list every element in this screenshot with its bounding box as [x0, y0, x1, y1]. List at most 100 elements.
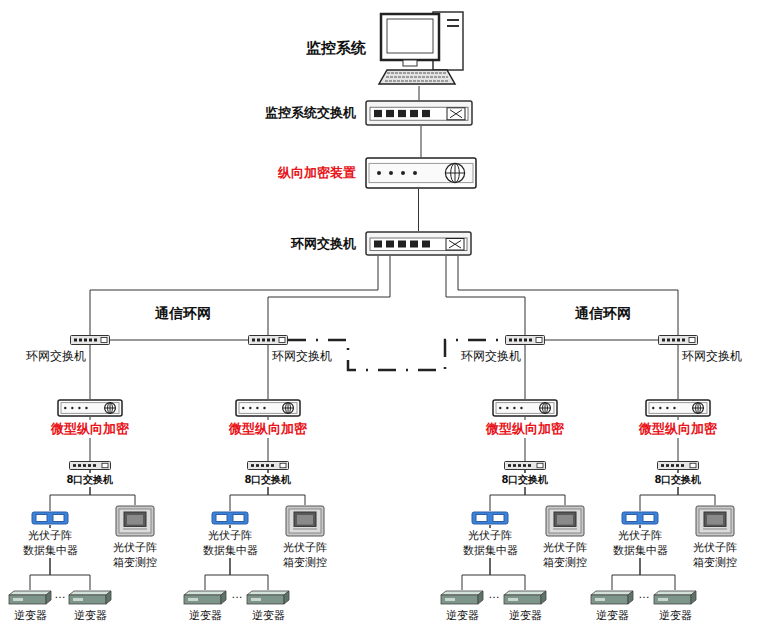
device-icon [365, 100, 473, 126]
device-icon [505, 335, 545, 345]
device-label: 光伏子阵 数据集中器 [610, 528, 669, 558]
icon-part [13, 598, 23, 601]
icon-part [449, 241, 461, 249]
device-label: 8口交换机 [654, 473, 703, 487]
icon-part [518, 464, 521, 467]
icon-part [283, 403, 294, 414]
icon-part [83, 464, 86, 467]
icon-part [123, 529, 147, 530]
device-node: 光伏子阵 数据集中器 [621, 511, 659, 525]
icon-part [289, 509, 321, 533]
icon-part [263, 407, 265, 409]
icon-part [524, 339, 527, 342]
icon-part [257, 339, 260, 342]
device-label: 逆变器 [445, 608, 480, 623]
icon-part [236, 400, 300, 416]
icon-part [377, 171, 381, 175]
icon-part [387, 19, 433, 53]
icon-part [279, 338, 285, 343]
icon-part [553, 529, 577, 530]
icon-part [410, 110, 418, 117]
icon-part [374, 110, 382, 117]
icon-part [256, 464, 259, 467]
network-cable [545, 340, 658, 341]
icon-part [493, 400, 557, 416]
icon-part [513, 407, 515, 409]
icon-part [71, 336, 110, 345]
icon-part [667, 339, 670, 342]
icon-part [549, 509, 581, 533]
icon-part [689, 338, 695, 343]
icon-part [646, 400, 710, 416]
device-icon [183, 590, 227, 605]
device-icon [621, 511, 659, 525]
icon-part [509, 339, 512, 342]
device-label: 光伏子阵 数据集中器 [460, 528, 519, 558]
device-node: 环网交换机 [505, 335, 545, 345]
network-cable [90, 256, 378, 335]
icon-part [89, 339, 92, 342]
icon-part [84, 339, 87, 342]
icon-part [288, 403, 289, 414]
device-icon [645, 399, 711, 417]
device-label: 环网交换机 [25, 348, 87, 365]
device-icon [590, 590, 634, 605]
device-label: 8口交换机 [66, 473, 115, 487]
icon-part [662, 339, 665, 342]
network-cable [268, 256, 390, 335]
device-label: 微型纵向加密 [228, 420, 308, 438]
icon-part [401, 171, 405, 175]
icon-part [508, 598, 518, 601]
icon-part [445, 163, 464, 182]
icon-part [591, 591, 633, 595]
device-label: 光伏子阵 箱变测控 [105, 540, 164, 570]
device-node: 光伏子阵 数据集中器 [31, 511, 69, 525]
icon-part [493, 515, 504, 522]
icon-part [46, 591, 51, 604]
icon-part [413, 171, 417, 175]
device-icon [365, 157, 477, 189]
icon-part [658, 598, 668, 601]
device-icon [68, 590, 112, 605]
icon-part [595, 598, 605, 601]
icon-part [690, 463, 696, 468]
icon-part [499, 407, 501, 409]
device-node: 8口交换机 [247, 461, 289, 470]
device-label: 环网交换机 [271, 348, 333, 365]
icon-part [472, 512, 508, 524]
device-node: 纵向加密装置 [365, 157, 477, 189]
icon-part [410, 241, 418, 248]
icon-part [366, 232, 471, 255]
icon-part [628, 591, 633, 604]
icon-part [94, 339, 97, 342]
device-label: 环网交换机 [681, 348, 743, 365]
device-node: 光伏子阵 箱变测控 [545, 505, 585, 537]
device-icon [471, 511, 509, 525]
icon-part [119, 509, 151, 533]
icon-part [370, 107, 468, 120]
icon-part [447, 19, 459, 21]
icon-part [389, 171, 393, 175]
device-label: 8口交换机 [244, 473, 293, 487]
device-label: 逆变器 [508, 608, 543, 623]
icon-part [519, 339, 522, 342]
device-node: 逆变器 [8, 590, 52, 605]
device-label: 逆变器 [73, 608, 108, 623]
icon-part [101, 338, 107, 343]
icon-part [676, 464, 679, 467]
icon-part [386, 241, 394, 248]
ellipsis-mark: … [232, 588, 243, 601]
icon-part [249, 336, 288, 345]
device-node: 微型纵向加密 [645, 399, 711, 417]
icon-part [652, 407, 654, 409]
icon-part [513, 464, 516, 467]
device-icon [545, 505, 585, 537]
icon-part [450, 110, 462, 118]
icon-part [188, 598, 198, 601]
icon-part [387, 73, 447, 74]
device-icon [653, 590, 697, 605]
device-label: 8口交换机 [501, 473, 550, 487]
icon-part [528, 464, 531, 467]
device-icon [285, 505, 325, 537]
icon-part [248, 462, 289, 470]
